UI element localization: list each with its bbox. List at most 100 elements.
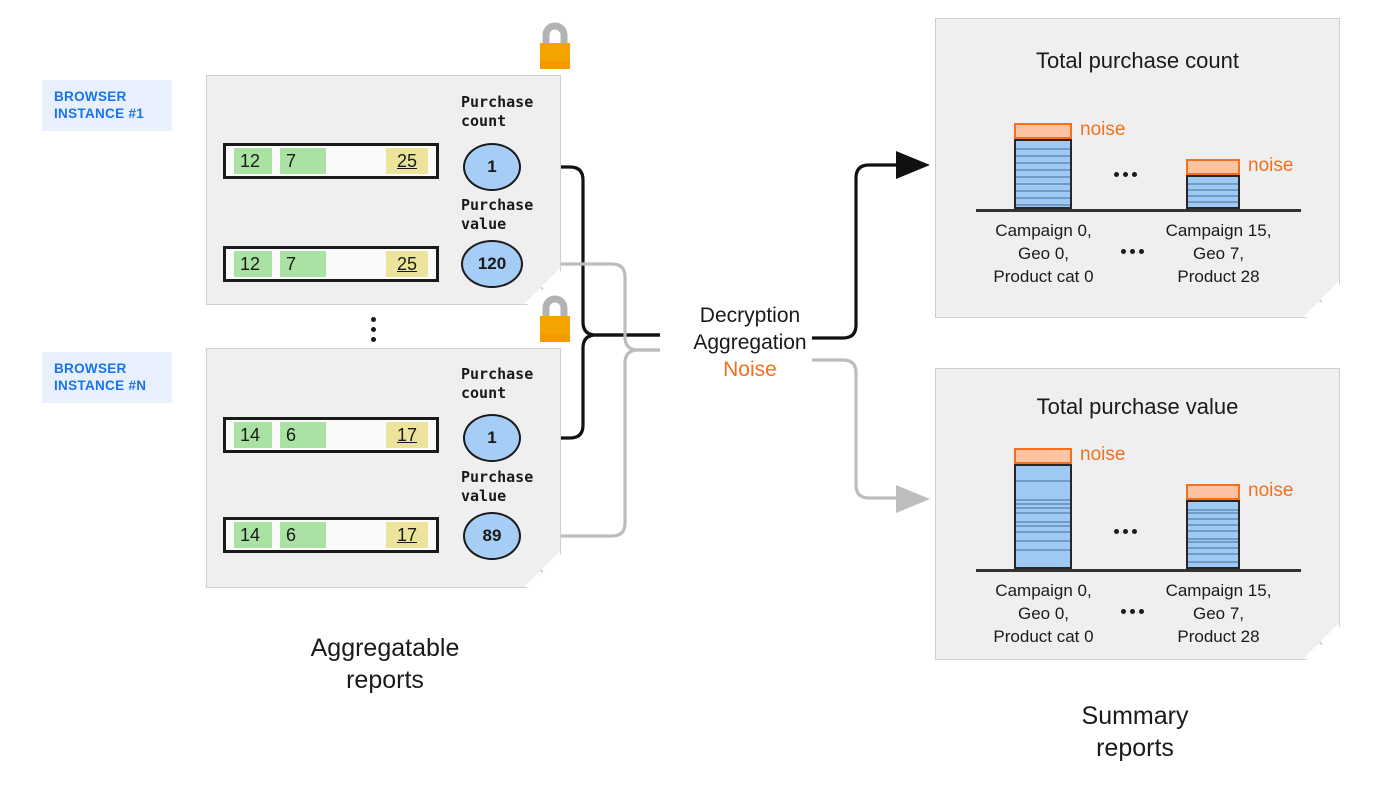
- row-cell-spacer: [326, 251, 386, 277]
- noise-label-bar-1: noise: [1080, 444, 1126, 465]
- metric-label-line-1: Purchase: [461, 365, 534, 383]
- noise-label-bar-1: noise: [1080, 119, 1126, 140]
- process-label: Decryption Aggregation Noise: [600, 302, 900, 383]
- category-label-line-1: Campaign 0,: [995, 221, 1092, 240]
- browser-badge-line-1: BROWSER: [54, 361, 127, 376]
- row-cell-green-2: 7: [280, 251, 326, 277]
- arrowhead-count: [896, 151, 930, 179]
- category-label-2: Campaign 15, Geo 7, Product 28: [1141, 579, 1296, 648]
- row-cell-green-2: 7: [280, 148, 326, 174]
- metric-label-line-2: count: [461, 112, 507, 130]
- arrowhead-value: [896, 485, 930, 513]
- caption-line-1: Summary: [1081, 702, 1189, 730]
- bar-campaign-15: [1186, 175, 1240, 209]
- caption-line-2: reports: [1096, 734, 1174, 762]
- vertical-ellipsis: [371, 317, 376, 342]
- metric-label-line-2: value: [461, 215, 507, 233]
- noise-cap-bar-2: [1186, 484, 1240, 500]
- browser-badge-line-2: INSTANCE #N: [54, 378, 147, 393]
- metric-bubble-purchase-value[interactable]: 89: [463, 512, 521, 560]
- card-fold-corner: [524, 551, 560, 587]
- caption-line-2: reports: [346, 666, 424, 694]
- metric-label-line-1: Purchase: [461, 93, 534, 111]
- metric-label-line-1: Purchase: [461, 196, 534, 214]
- browser-instance-1-badge: BROWSER INSTANCE #1: [42, 80, 172, 131]
- row-cell-green-1: 12: [234, 148, 272, 174]
- metric-bubble-purchase-count[interactable]: 1: [463, 143, 521, 191]
- noise-label-bar-2: noise: [1248, 155, 1294, 176]
- category-label-line-3: Product 28: [1177, 627, 1260, 646]
- row-cell-green-1: 12: [234, 251, 272, 277]
- aggregatable-report-card-n[interactable]: 14 6 17 14 6 17: [206, 348, 561, 588]
- metric-label-purchase-value: Purchase value: [461, 468, 533, 506]
- caption-line-1: Aggregatable: [310, 634, 460, 662]
- category-label-line-3: Product 28: [1177, 267, 1260, 286]
- category-label-line-2: Geo 0,: [1017, 604, 1070, 623]
- metric-bubble-purchase-value[interactable]: 120: [461, 240, 523, 288]
- metric-label-purchase-count: Purchase count: [461, 93, 533, 131]
- browser-badge-line-2: INSTANCE #1: [54, 106, 145, 121]
- category-label-1: Campaign 0, Geo 0, Product cat 0: [966, 219, 1121, 288]
- category-label-2: Campaign 15, Geo 7, Product 28: [1141, 219, 1296, 288]
- chart-title-purchase-count: Total purchase count: [1035, 48, 1240, 73]
- category-label-line-1: Campaign 15,: [1165, 221, 1272, 240]
- row-cell-green-2: 6: [280, 422, 326, 448]
- summary-report-card-count[interactable]: Total purchase count noise: [935, 18, 1340, 318]
- noise-cap-bar-2: [1186, 159, 1240, 175]
- report-row: 12 7 25: [223, 143, 439, 179]
- chart-title-purchase-value: Total purchase value: [1036, 394, 1239, 419]
- chart-ellipsis: [1114, 172, 1137, 177]
- metric-label-purchase-value: Purchase value: [461, 196, 533, 234]
- row-cell-yellow: 17: [386, 522, 428, 548]
- browser-badge-line-1: BROWSER: [54, 89, 127, 104]
- row-cell-spacer: [326, 148, 386, 174]
- category-label-line-2: Geo 7,: [1192, 244, 1245, 263]
- chart-ellipsis: [1114, 529, 1137, 534]
- process-line-aggregation: Aggregation: [693, 331, 807, 354]
- category-label-line-3: Product cat 0: [993, 627, 1094, 646]
- row-cell-yellow: 25: [386, 148, 428, 174]
- process-line-noise: Noise: [723, 358, 777, 381]
- chart-axis-line: [976, 569, 1301, 572]
- row-cell-green-2: 6: [280, 522, 326, 548]
- caption-summary-reports: Summary reports: [985, 700, 1285, 764]
- metric-label-line-1: Purchase: [461, 468, 534, 486]
- category-label-line-2: Geo 7,: [1192, 604, 1245, 623]
- category-label-1: Campaign 0, Geo 0, Product cat 0: [966, 579, 1121, 648]
- report-row: 14 6 17: [223, 417, 439, 453]
- metric-label-line-2: value: [461, 487, 507, 505]
- metric-label-line-2: count: [461, 384, 507, 402]
- category-label-line-1: Campaign 0,: [995, 581, 1092, 600]
- metric-bubble-purchase-count[interactable]: 1: [463, 414, 521, 462]
- card-fold-corner: [1303, 623, 1339, 659]
- noise-cap-bar-1: [1014, 123, 1072, 139]
- category-ellipsis: [1121, 249, 1144, 254]
- bar-campaign-15: [1186, 500, 1240, 569]
- summary-report-card-value[interactable]: Total purchase value noise: [935, 368, 1340, 660]
- row-cell-yellow: 25: [386, 251, 428, 277]
- category-ellipsis: [1121, 609, 1144, 614]
- row-cell-green-1: 14: [234, 522, 272, 548]
- row-cell-spacer: [326, 522, 386, 548]
- bar-campaign-0: [1014, 464, 1072, 569]
- noise-cap-bar-1: [1014, 448, 1072, 464]
- row-cell-green-1: 14: [234, 422, 272, 448]
- padlock-icon: [540, 22, 570, 69]
- process-line-decryption: Decryption: [699, 304, 801, 327]
- bar-campaign-0: [1014, 139, 1072, 209]
- metric-label-purchase-count: Purchase count: [461, 365, 533, 403]
- aggregatable-report-card-1[interactable]: 12 7 25 12 7 25: [206, 75, 561, 305]
- noise-label-bar-2: noise: [1248, 480, 1294, 501]
- card-fold-corner: [1303, 281, 1339, 317]
- report-row: 14 6 17: [223, 517, 439, 553]
- row-cell-yellow: 17: [386, 422, 428, 448]
- category-label-line-2: Geo 0,: [1017, 244, 1070, 263]
- padlock-icon: [540, 295, 570, 342]
- browser-instance-n-badge: BROWSER INSTANCE #N: [42, 352, 172, 403]
- chart-axis-line: [976, 209, 1301, 212]
- caption-aggregatable-reports: Aggregatable reports: [230, 632, 540, 696]
- report-row: 12 7 25: [223, 246, 439, 282]
- category-label-line-1: Campaign 15,: [1165, 581, 1272, 600]
- category-label-line-3: Product cat 0: [993, 267, 1094, 286]
